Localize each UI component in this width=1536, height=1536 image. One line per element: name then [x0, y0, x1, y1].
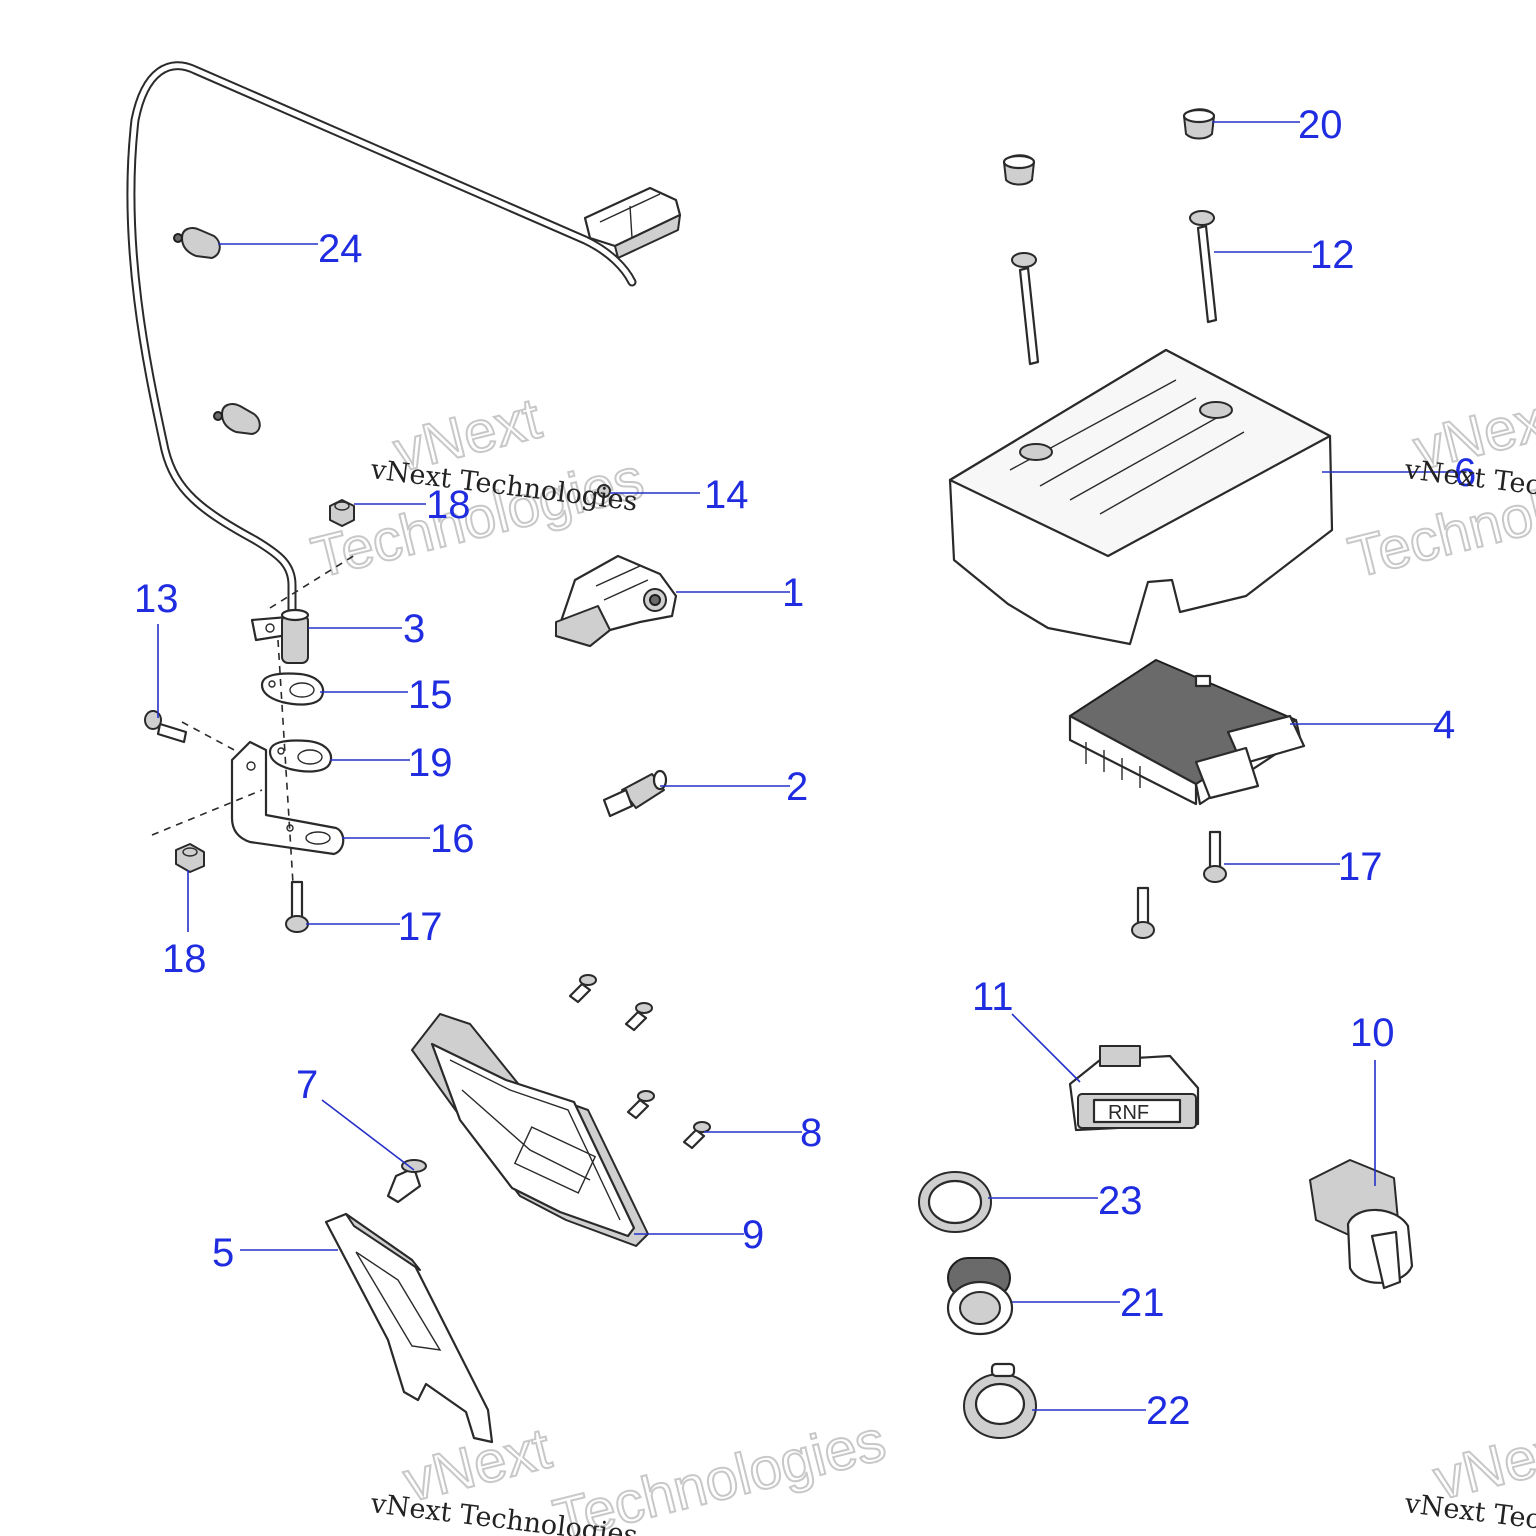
mounting-plate-5 — [324, 1212, 494, 1444]
part-label-18-lower: 18 — [162, 937, 207, 981]
temp-sensor-2 — [602, 769, 668, 818]
part-label-3: 3 — [403, 607, 425, 651]
part-label-6: 6 — [1454, 451, 1476, 495]
shifter-positions-text: RNF — [1108, 1102, 1149, 1124]
cable-clip-24 — [173, 227, 261, 435]
part-label-21: 21 — [1120, 1281, 1165, 1325]
part-label-11: 11 — [972, 975, 1014, 1019]
push-rivet-7 — [386, 1159, 427, 1204]
part-label-13: 13 — [134, 577, 179, 621]
watermark-large: vNext Technologies vNext Technologies vN… — [304, 383, 1536, 1536]
bolt-17-left — [285, 880, 309, 933]
watermark-lines: vNext Technologies vNext Technologies vN… — [368, 454, 1536, 1536]
nut-18-lower — [175, 843, 205, 873]
part-label-7: 7 — [296, 1063, 318, 1107]
speed-sensor-3 — [250, 608, 310, 664]
bolt-13 — [144, 710, 188, 744]
part-label-5: 5 — [212, 1231, 234, 1275]
fastener-14 — [597, 484, 611, 498]
voltage-regulator-4 — [1068, 659, 1306, 806]
screws-8 — [568, 974, 711, 1150]
ecu-9 — [411, 1013, 649, 1247]
bezel-nut-23 — [918, 1171, 992, 1233]
part-label-15: 15 — [408, 673, 453, 717]
part-label-20: 20 — [1298, 103, 1343, 147]
part-label-1: 1 — [782, 571, 804, 615]
part-labels: 1 2 3 4 5 6 7 8 9 10 11 12 13 14 15 16 1… — [134, 103, 1476, 1433]
module-cover-6 — [948, 348, 1334, 646]
alignment-lines-left — [151, 554, 356, 901]
part-label-14: 14 — [704, 473, 749, 517]
outlet-cap-22 — [963, 1362, 1037, 1439]
part-label-23: 23 — [1098, 1179, 1143, 1223]
key-switch-10 — [1309, 1159, 1414, 1290]
part-label-8: 8 — [800, 1111, 822, 1155]
part-label-18-upper: 18 — [426, 483, 471, 527]
part-label-19: 19 — [408, 741, 453, 785]
bolts-12 — [1011, 210, 1218, 366]
bolt-17-right — [1131, 830, 1227, 939]
bracket-16 — [230, 740, 345, 856]
leader-lines — [157, 121, 1462, 1411]
part-label-12: 12 — [1310, 233, 1355, 277]
sensor-cable — [126, 61, 682, 617]
part-label-22: 22 — [1146, 1389, 1191, 1433]
part-label-10: 10 — [1350, 1011, 1395, 1055]
watermark-line-bottom-right: vNext Technologies — [1402, 1488, 1536, 1536]
gasket-15 — [260, 672, 325, 706]
cap-20 — [1002, 108, 1216, 186]
part-label-9: 9 — [742, 1213, 764, 1257]
shifter-indicator-11: RNF — [1068, 1045, 1200, 1132]
part-label-17-right: 17 — [1338, 845, 1383, 889]
map-sensor-1 — [554, 554, 678, 648]
part-label-2: 2 — [786, 765, 808, 809]
part-label-16: 16 — [430, 817, 475, 861]
part-label-17-left: 17 — [398, 905, 443, 949]
nut-18-upper — [329, 499, 355, 527]
part-label-4: 4 — [1433, 703, 1455, 747]
power-outlet-21 — [946, 1257, 1014, 1336]
part-label-24: 24 — [318, 227, 363, 271]
gasket-19 — [268, 739, 333, 773]
